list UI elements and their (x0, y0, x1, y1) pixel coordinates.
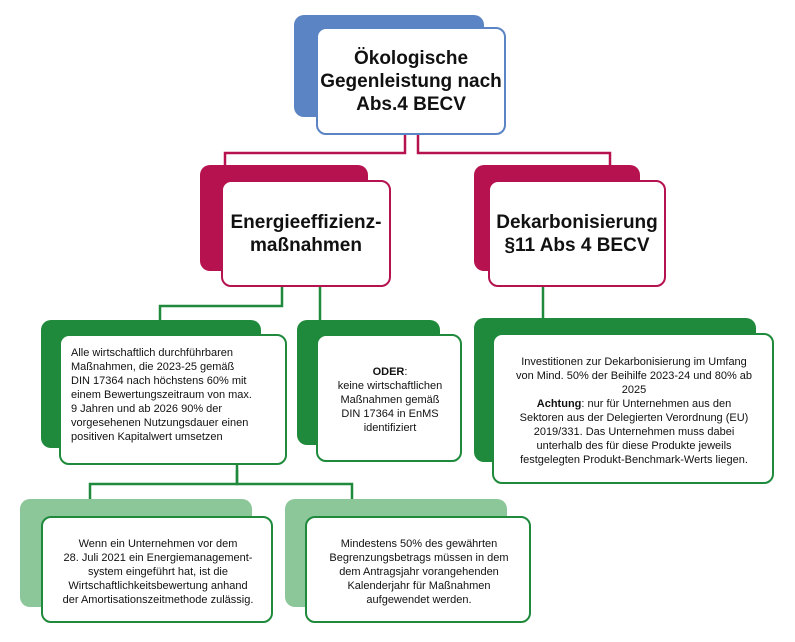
enms-text-line: Wenn ein Unternehmen vor dem (78, 537, 238, 550)
connector-root-right (416, 133, 612, 168)
oder-box: ODER: keine wirtschaftlichen Maßnahmen g… (316, 334, 462, 462)
measure-text-line: DIN 17364 nach höchstens 60% mit (71, 375, 247, 387)
measure-text-line: positiven Kapitalwert umsetzen (71, 431, 223, 443)
dekarb-box: Investitionen zur Dekarbonisierung im Um… (492, 333, 774, 484)
dekarbonisierung-title: Dekarbonisierung §11 Abs 4 BECV (496, 211, 658, 257)
energieeffizienz-title-line: maßnahmen (250, 234, 362, 256)
dekarb-note-line: 2019/331. Das Unternehmen muss dabei (533, 425, 735, 438)
connector-energy-measure (158, 287, 284, 320)
root-title-line: Ökologische (353, 47, 469, 69)
dekarb-note-line: Sektoren aus der Delegierten Verordnung … (519, 411, 749, 424)
budget-text-line: aufgewendet werden. (366, 593, 472, 606)
dekarb-note-keyword: Achtung (536, 397, 582, 410)
enms-text-line: 28. Juli 2021 ein Energiemanagement- (63, 551, 253, 564)
dekarb-note-line: unterhalb des für diese Produkte jeweils (536, 439, 732, 452)
oder-keyword-line: ODER: (373, 365, 408, 379)
oder-text-line: DIN 17364 in EnMS (341, 408, 439, 420)
measure-text-line: Alle wirtschaftlich durchführbaren (71, 347, 234, 359)
measure-text-line: Maßnahmen, die 2023-25 gemäß (71, 361, 235, 373)
connector-measure-enms (88, 465, 239, 499)
enms-text-line: Wirtschaftlichkeitsbewertung anhand (68, 579, 248, 592)
budget-box: Mindestens 50% des gewährten Begrenzungs… (305, 516, 531, 623)
oder-text-line: identifiziert (363, 422, 417, 434)
budget-text-line: Kalenderjahr für Maßnahmen (347, 579, 491, 592)
oder-text-line: Maßnahmen gemäß (340, 394, 440, 406)
energieeffizienz-title-line: Energieeffizienz- (230, 211, 382, 233)
dekarbonisierung-title-line: Dekarbonisierung (496, 211, 658, 233)
energieeffizienz-title: Energieeffizienz- maßnahmen (231, 211, 382, 257)
root-node: Ökologische Gegenleistung nach Abs.4 BEC… (316, 27, 506, 135)
dekarb-text-line: 2025 (621, 383, 647, 396)
budget-text-line: Begrenzungsbetrags müssen in dem (329, 551, 509, 564)
root-title-line: Gegenleistung nach (320, 70, 502, 92)
dekarb-text-line: Investitionen zur Dekarbonisierung im Um… (521, 355, 747, 368)
connector-root-left (223, 133, 407, 168)
enms-text-line: der Amortisationszeitmethode zulässig. (62, 593, 254, 606)
dekarb-note-line: festgelegten Produkt-Benchmark-Werts lie… (520, 453, 748, 466)
measure-text-line: vorgesehenen Nutzungsdauer einen (71, 417, 249, 429)
enms-text-line: system eingeführt hat, ist die (87, 565, 228, 578)
dekarb-note-first-line: Achtung: nur für Unternehmen aus den (537, 397, 731, 411)
oder-keyword-suffix: : (404, 366, 408, 378)
oder-text-line: keine wirtschaftlichen (337, 380, 443, 392)
enms-box: Wenn ein Unternehmen vor dem 28. Juli 20… (41, 516, 273, 623)
budget-text-line: dem Antragsjahr vorangehenden (339, 565, 499, 578)
dekarb-text-line: von Mind. 50% der Beihilfe 2023-24 und 8… (515, 369, 753, 382)
dekarbonisierung-title-line: §11 Abs 4 BECV (504, 234, 650, 256)
budget-text-line: Mindestens 50% des gewährten (340, 537, 498, 550)
measure-text-line: einem Bewertungszeitraum von max. (71, 389, 252, 401)
root-title: Ökologische Gegenleistung nach Abs.4 BEC… (320, 47, 502, 116)
root-title-line: Abs.4 BECV (356, 93, 466, 115)
dekarb-note-first: : nur für Unternehmen aus den (581, 397, 732, 410)
energieeffizienz-node: Energieeffizienz- maßnahmen (221, 180, 391, 287)
measure-text-line: 9 Jahren und ab 2026 90% der (71, 403, 223, 415)
connector-measure-budget (235, 470, 354, 499)
oder-keyword: ODER (372, 366, 405, 378)
dekarbonisierung-node: Dekarbonisierung §11 Abs 4 BECV (488, 180, 666, 287)
measure-box: Alle wirtschaftlich durchführbaren Maßna… (59, 334, 287, 465)
